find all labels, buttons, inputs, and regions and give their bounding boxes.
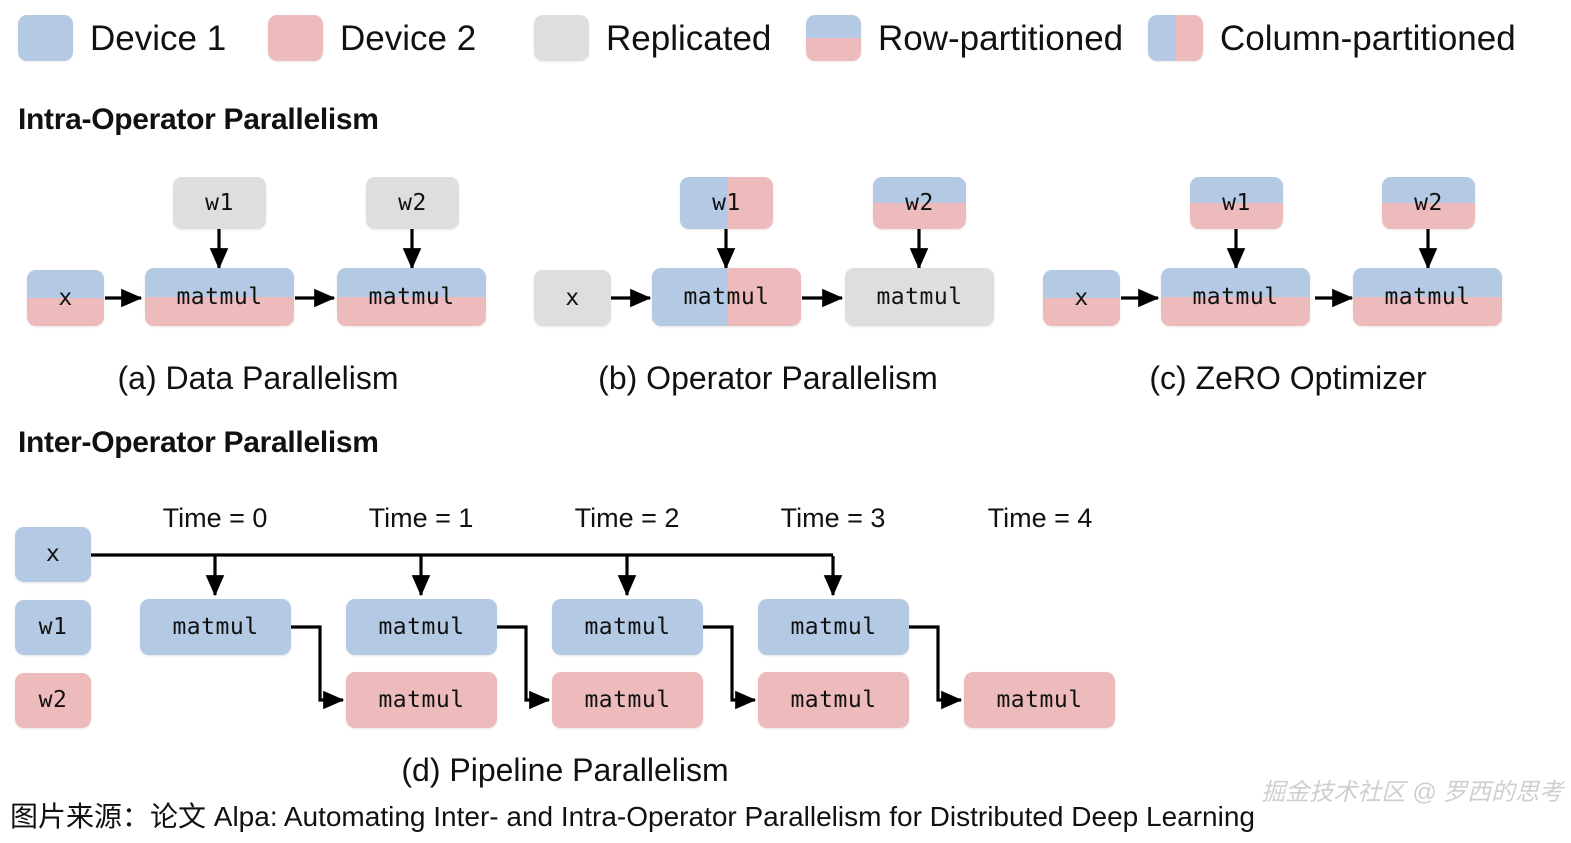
pipeline-time-label-4: Time = 4 — [987, 503, 1093, 533]
panel-b-node-w1: w1 — [680, 177, 773, 229]
panel-b-node-matmul-2-label: matmul — [876, 283, 963, 310]
pipeline-stage2-matmul-t4: matmul — [964, 672, 1115, 728]
panel-b-node-matmul-2: matmul — [845, 268, 994, 326]
legend-label-row-partitioned: Row-partitioned — [878, 18, 1124, 58]
panel-a-node-matmul-1-label: matmul — [176, 283, 263, 310]
panel-a-node-w2-label: w2 — [398, 189, 427, 216]
panel-a-node-x: x — [27, 270, 104, 326]
pipeline-stage1-matmul-t1-label: matmul — [378, 613, 465, 640]
section-title-intra-operator: Intra-Operator Parallelism — [18, 103, 379, 136]
watermark-text: 掘金技术社区 @ 罗西的思考 — [1261, 779, 1563, 806]
panel-a-caption: (a) Data Parallelism — [117, 360, 399, 396]
panel-c-node-w2-label: w2 — [1414, 189, 1443, 216]
panel-d-caption: (d) Pipeline Parallelism — [401, 752, 729, 788]
source-caption: 图片来源：论文 Alpa: Automating Inter- and Intr… — [10, 801, 1255, 832]
panel-c-node-x-label: x — [1074, 284, 1089, 311]
panel-b-node-matmul-1-label: matmul — [683, 283, 770, 310]
pipeline-stage2-matmul-t3: matmul — [758, 672, 909, 728]
pipeline-input-x: x — [15, 527, 91, 582]
pipeline-input-x-label: x — [45, 541, 61, 567]
panel-b-node-w1-label: w1 — [712, 189, 741, 216]
panel-a-node-matmul-1: matmul — [145, 268, 294, 326]
pipeline-stage1-matmul-t2: matmul — [552, 599, 703, 655]
legend-swatch-device-2 — [268, 15, 323, 61]
legend-swatch-device-1 — [18, 15, 73, 61]
pipeline-stage1-matmul-t3-label: matmul — [790, 613, 877, 640]
panel-c-node-w1-label: w1 — [1222, 189, 1251, 216]
legend-label-device-2: Device 2 — [340, 18, 477, 58]
pipeline-stage2-matmul-t1-label: matmul — [378, 686, 465, 713]
panel-c-node-matmul-2-label: matmul — [1384, 283, 1471, 310]
legend-label-column-partitioned: Column-partitioned — [1220, 18, 1516, 58]
panel-a-node-matmul-2-label: matmul — [368, 283, 455, 310]
pipeline-stage2-matmul-t3-label: matmul — [790, 686, 877, 713]
panel-a-node-x-label: x — [58, 284, 73, 311]
legend-item-replicated: Replicated — [534, 14, 771, 62]
panel-b-caption: (b) Operator Parallelism — [598, 360, 938, 396]
panel-b-node-x-label: x — [565, 284, 580, 311]
legend-swatch-replicated — [534, 15, 589, 61]
panel-b-node-matmul-1: matmul — [652, 268, 801, 326]
legend-label-device-1: Device 1 — [90, 18, 227, 58]
pipeline-stage1-matmul-t3: matmul — [758, 599, 909, 655]
pipeline-stage1-matmul-t2-label: matmul — [584, 613, 671, 640]
legend-swatch-row-partitioned — [806, 15, 861, 61]
panel-a-node-w1-label: w1 — [205, 189, 234, 216]
pipeline-stage2-matmul-t4-label: matmul — [996, 686, 1083, 713]
pipeline-stage1-matmul-t0: matmul — [140, 599, 291, 655]
panel-c-node-x: x — [1043, 270, 1120, 326]
legend-item-column-partitioned: Column-partitioned — [1148, 14, 1516, 62]
panel-b-node-w2-label: w2 — [905, 189, 934, 216]
panel-a-node-matmul-2: matmul — [337, 268, 486, 326]
pipeline-input-w1-label: w1 — [38, 614, 68, 640]
pipeline-time-label-2: Time = 2 — [574, 503, 680, 533]
panel-c-node-matmul-2: matmul — [1353, 268, 1502, 326]
legend-swatch-column-partitioned — [1148, 15, 1203, 61]
pipeline-time-label-0: Time = 0 — [162, 503, 268, 533]
panel-c-node-matmul-1-label: matmul — [1192, 283, 1279, 310]
panel-b-node-x: x — [534, 270, 611, 326]
legend-label-replicated: Replicated — [606, 18, 772, 58]
panel-b-node-w2: w2 — [873, 177, 966, 229]
pipeline-stage2-matmul-t2: matmul — [552, 672, 703, 728]
pipeline-input-w1: w1 — [15, 600, 91, 655]
panel-c-node-w1: w1 — [1190, 177, 1283, 229]
legend-item-row-partitioned: Row-partitioned — [806, 14, 1123, 62]
panel-c-node-matmul-1: matmul — [1161, 268, 1310, 326]
panel-a-node-w2: w2 — [366, 177, 459, 229]
pipeline-input-w2-label: w2 — [38, 687, 68, 713]
pipeline-stage2-matmul-t2-label: matmul — [584, 686, 671, 713]
pipeline-time-label-1: Time = 1 — [368, 503, 474, 533]
pipeline-stage2-matmul-t1: matmul — [346, 672, 497, 728]
legend-item-device-1: Device 1 — [18, 14, 226, 62]
section-title-inter-operator: Inter-Operator Parallelism — [18, 426, 379, 459]
panel-c-caption: (c) ZeRO Optimizer — [1149, 360, 1427, 396]
panel-c-node-w2: w2 — [1382, 177, 1475, 229]
panel-a-node-w1: w1 — [173, 177, 266, 229]
pipeline-input-w2: w2 — [15, 673, 91, 728]
pipeline-time-label-3: Time = 3 — [780, 503, 886, 533]
legend-item-device-2: Device 2 — [268, 14, 476, 62]
pipeline-stage1-matmul-t0-label: matmul — [172, 613, 259, 640]
pipeline-stage1-matmul-t1: matmul — [346, 599, 497, 655]
